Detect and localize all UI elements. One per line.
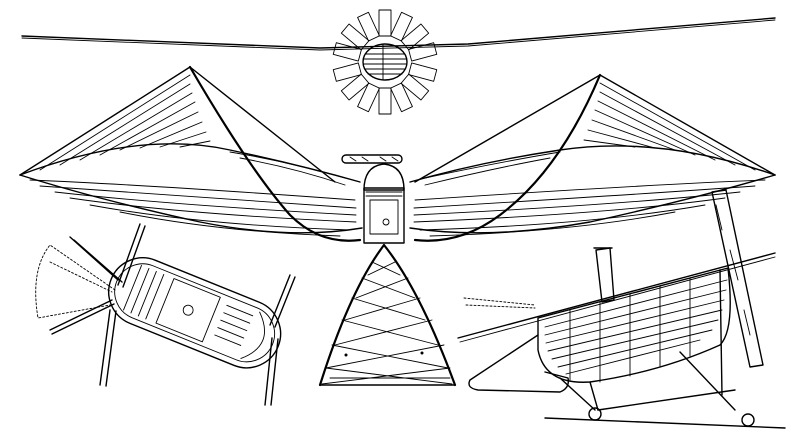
wheel-icon	[741, 413, 755, 427]
tail-lattice	[318, 243, 457, 387]
plan-propeller-blades	[49, 223, 296, 406]
side-propeller	[711, 189, 764, 368]
top-rotor-view	[21, 9, 776, 115]
ground-line	[544, 417, 786, 429]
gondola-plan-view	[35, 223, 296, 406]
radial-rotor-icon	[332, 9, 438, 115]
front-wing-view	[19, 65, 776, 387]
front-gondola	[341, 154, 405, 244]
gondola-side-view	[457, 189, 786, 429]
landing-gear	[468, 269, 736, 411]
